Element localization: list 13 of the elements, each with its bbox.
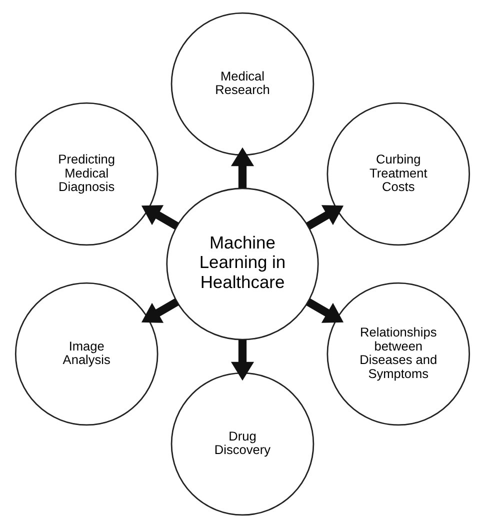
- node-circle: Image Analysis: [14, 282, 158, 426]
- arrow: [230, 147, 254, 188]
- node-circle: Relationships between Diseases and Symptoms: [326, 282, 470, 426]
- arrow: [230, 340, 254, 381]
- arrow: [140, 298, 178, 323]
- arrow: [306, 298, 344, 323]
- node-circle: Predicting Medical Diagnosis: [14, 102, 158, 246]
- node-circle: Machine Learning in Healthcare: [166, 188, 318, 340]
- node-circle: Drug Discovery: [170, 372, 314, 516]
- arrow: [306, 205, 344, 230]
- node-circle: Medical Research: [170, 12, 314, 156]
- arrow: [140, 205, 178, 230]
- node-circle: Curbing Treatment Costs: [326, 102, 470, 246]
